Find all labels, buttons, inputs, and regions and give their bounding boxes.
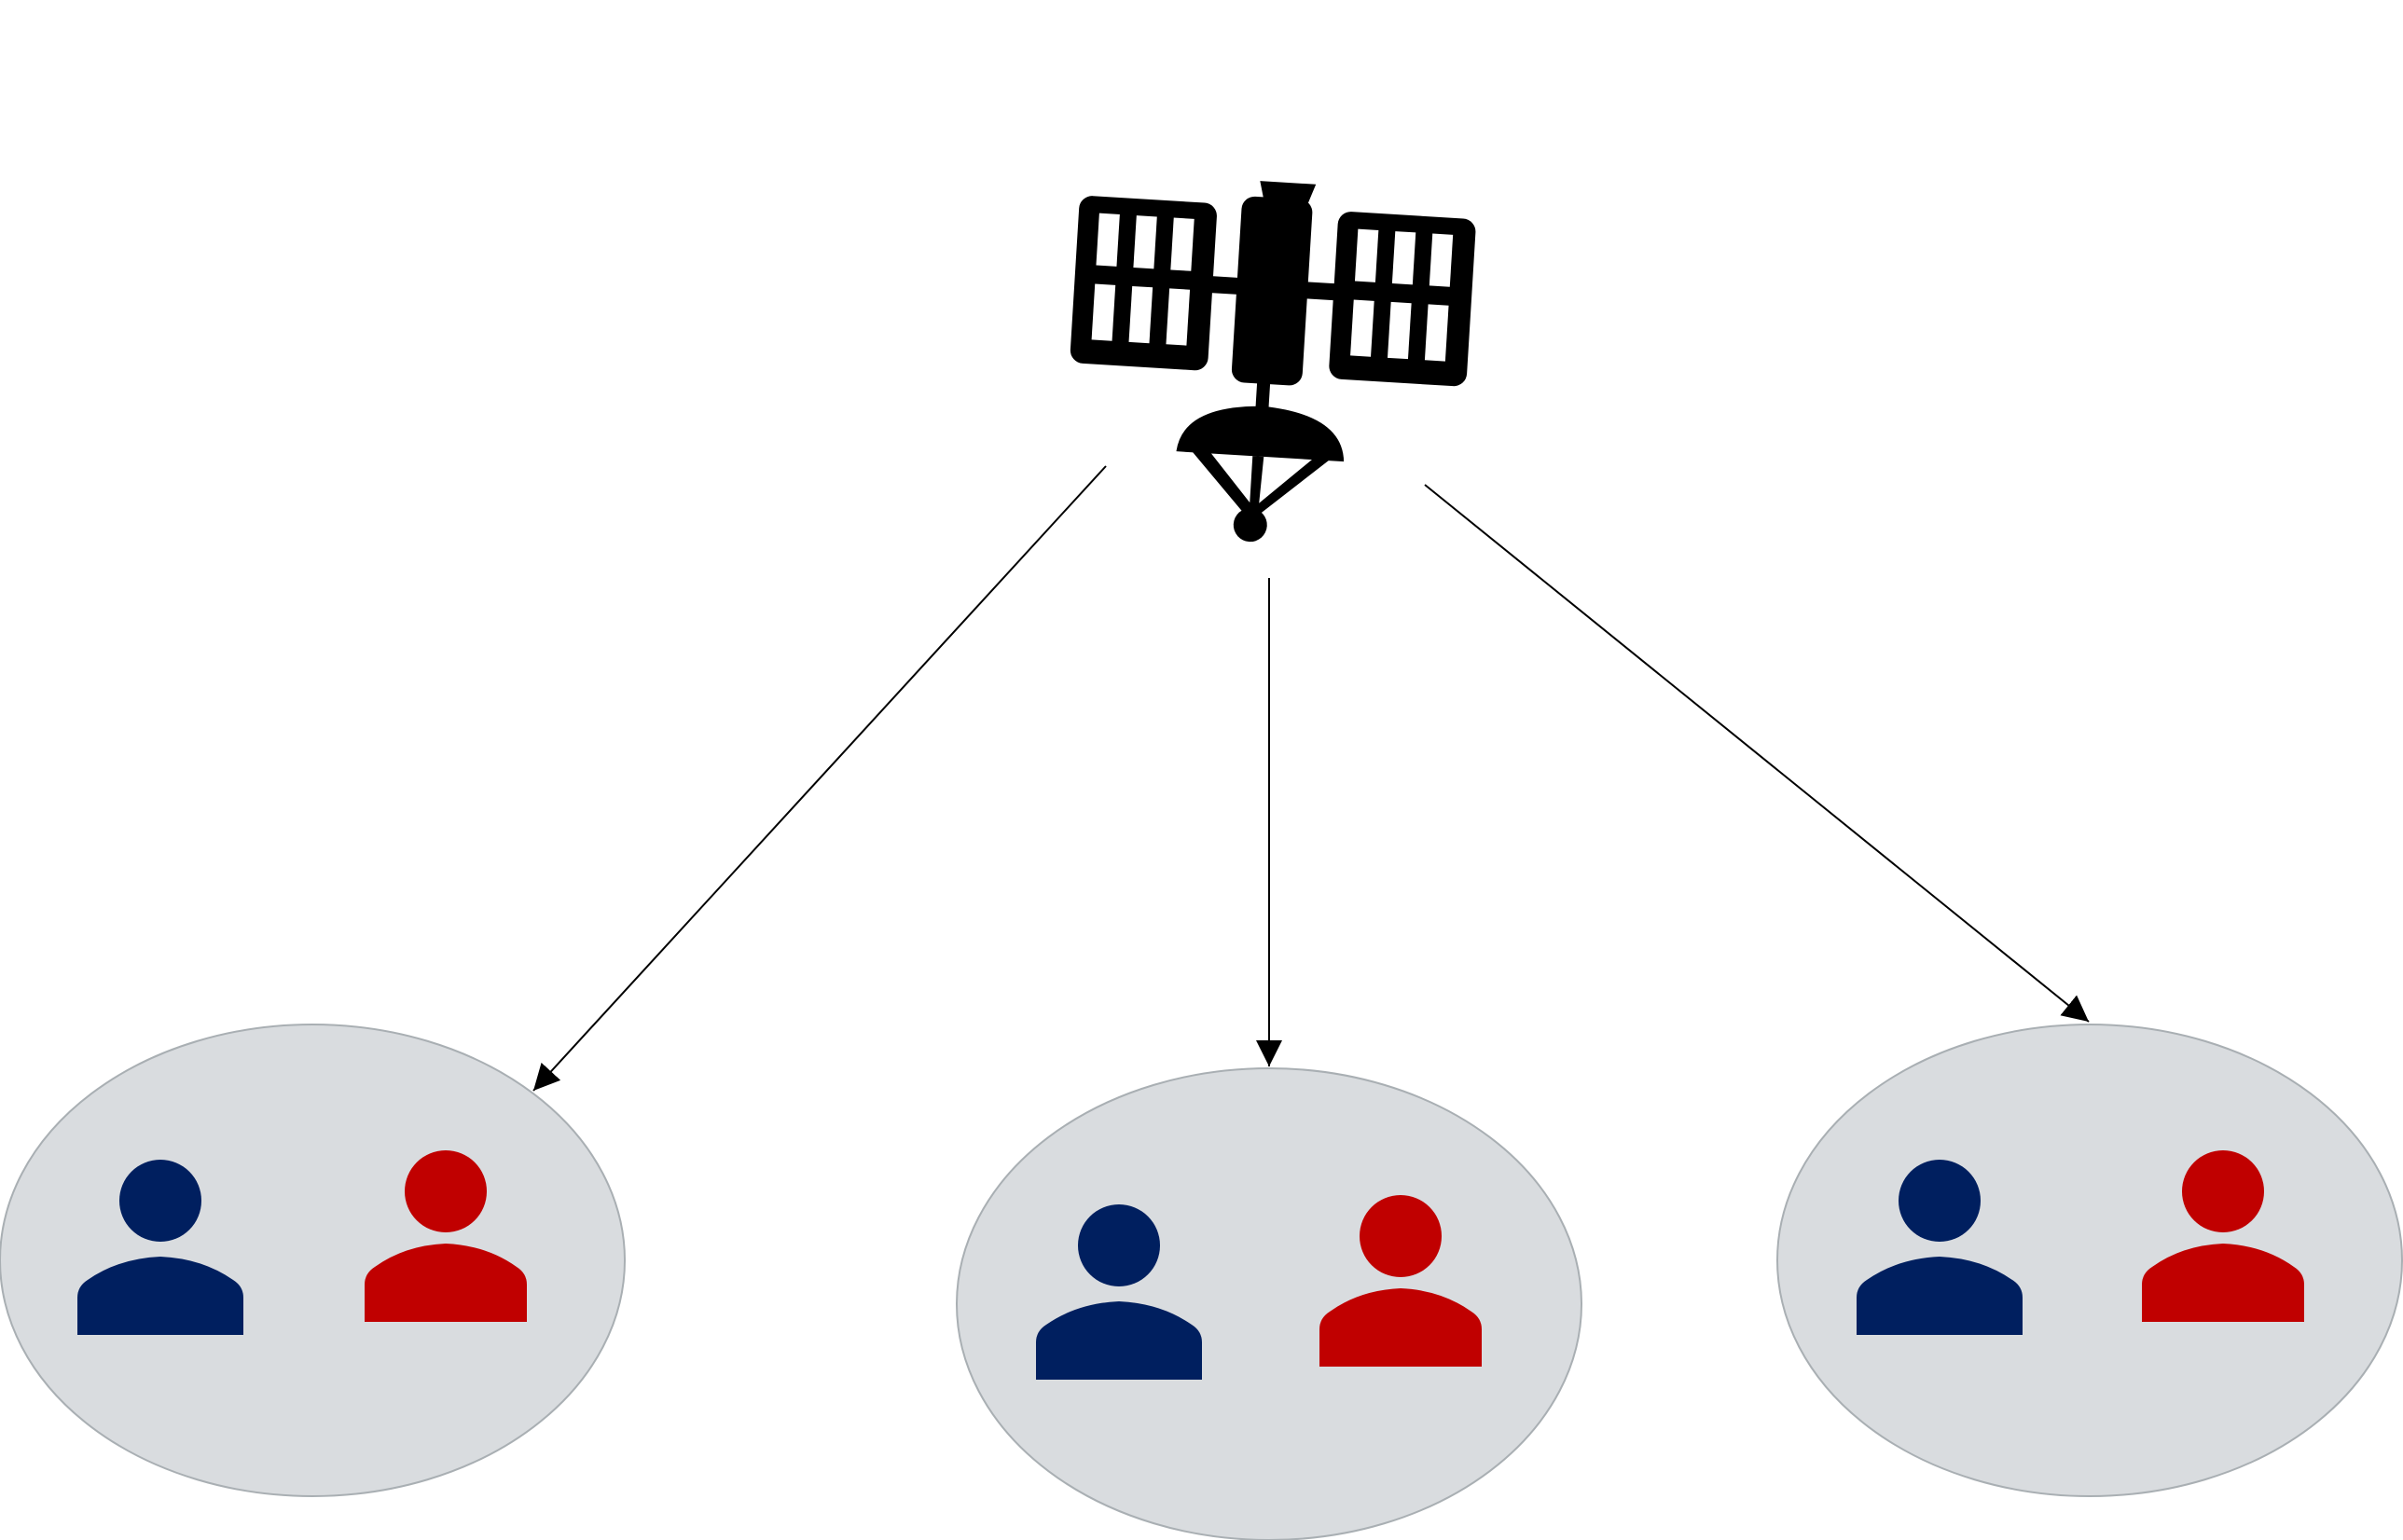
satellite-icon — [1070, 181, 1476, 543]
user-group-center — [956, 1067, 1582, 1540]
user-icon — [2142, 1150, 2304, 1322]
user-icon — [77, 1160, 243, 1335]
user-icon — [365, 1150, 527, 1322]
group-ellipse — [1776, 1024, 2403, 1497]
user-group-right — [1776, 1024, 2403, 1497]
group-ellipse — [956, 1067, 1582, 1540]
user-icon — [1036, 1204, 1202, 1380]
user-icon — [1319, 1195, 1482, 1367]
broadcast-arrow-right — [1424, 484, 2090, 1023]
user-group-left — [0, 1024, 626, 1497]
broadcast-arrow-left — [532, 465, 1107, 1092]
group-ellipse — [0, 1024, 626, 1497]
user-icon — [1857, 1160, 2023, 1335]
